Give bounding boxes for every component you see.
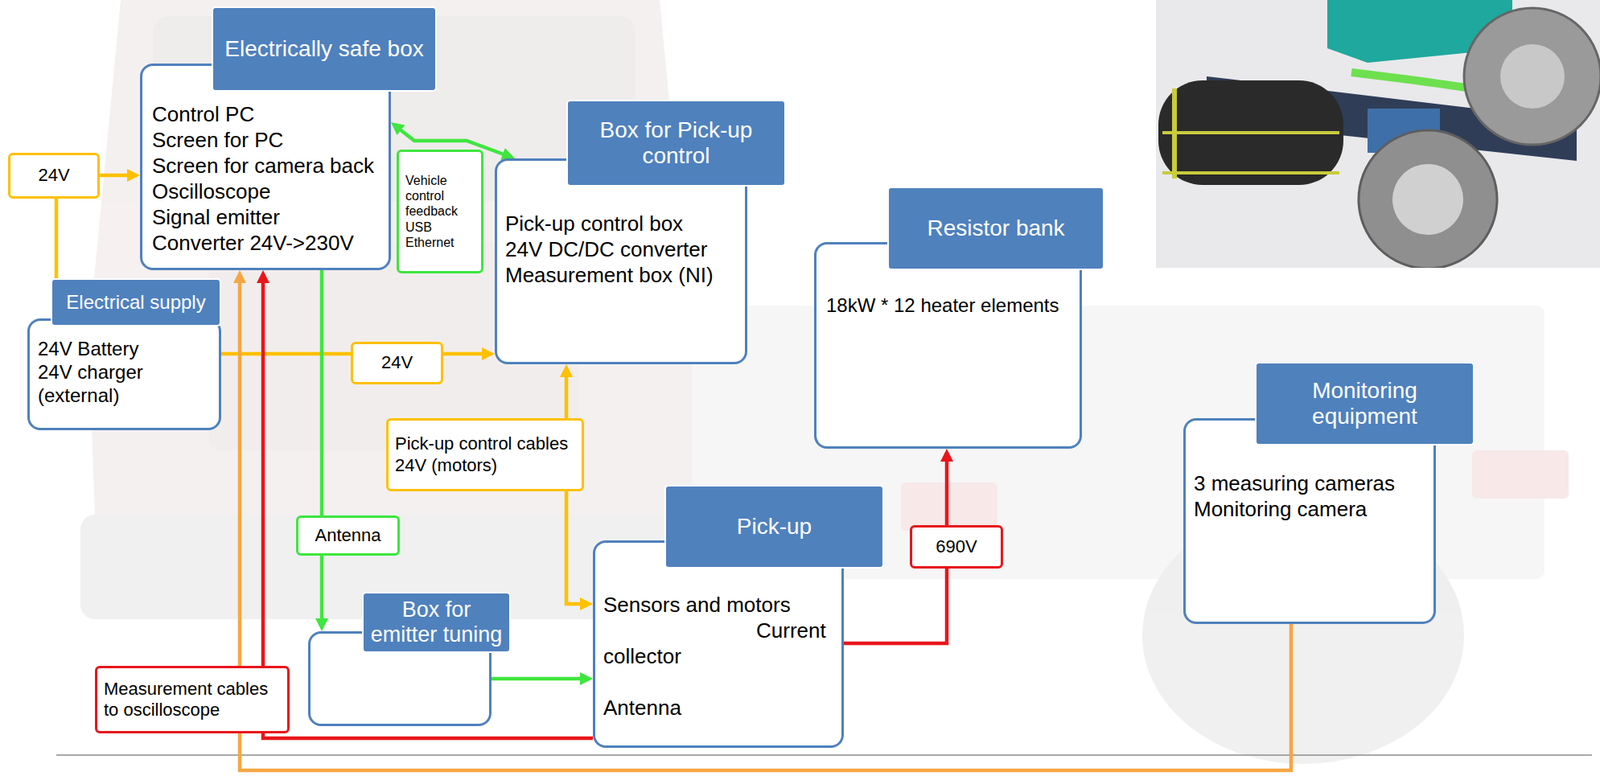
front-wheel xyxy=(1358,130,1498,268)
component-item: Pick-up control box xyxy=(505,210,683,237)
node-header: Monitoring equipment xyxy=(1254,361,1475,446)
wire-label-box: 690V xyxy=(909,525,1004,569)
component-item: Oscilloscope xyxy=(152,178,271,205)
front-hub xyxy=(1392,164,1464,235)
render-ground xyxy=(1155,0,1600,268)
wire-label: 24V xyxy=(381,352,413,374)
component-box: Box for emitter tuning xyxy=(308,631,492,727)
node-title: Electrical supply xyxy=(65,291,206,314)
rear-reflector xyxy=(900,482,998,531)
wire-label: Antenna xyxy=(315,525,382,547)
tank-strap xyxy=(1162,131,1340,135)
footer-rule xyxy=(56,754,1592,757)
component-box: Box for Pick-up controlPick-up control b… xyxy=(494,158,748,365)
node-title: Pick-up xyxy=(736,514,812,540)
node-header: Electrical supply xyxy=(50,278,222,327)
component-box: Resistor bank18kW * 12 heater elements xyxy=(814,242,1082,449)
wire-label: 24V xyxy=(37,164,70,186)
component-box: Pick-upSensors and motorsCurrent collect… xyxy=(592,540,844,749)
component-item: Monitoring camera xyxy=(1193,496,1367,523)
wire-label: Measurement cables to oscilloscope xyxy=(103,678,281,722)
component-item: Control PC xyxy=(152,101,255,128)
component-item: 3 measuring cameras xyxy=(1193,470,1395,497)
node-title: Electrically safe box xyxy=(224,36,424,62)
chassis-render xyxy=(1155,0,1600,268)
node-header: Pick-up xyxy=(664,485,885,569)
node-header: Box for emitter tuning xyxy=(361,592,511,654)
rear-reflector xyxy=(1472,450,1569,499)
node-header: Box for Pick-up control xyxy=(566,99,786,187)
connector xyxy=(239,276,1292,771)
component-item: Current collector xyxy=(603,617,835,670)
tank-strap xyxy=(1162,171,1340,175)
component-item: 24V charger (external) xyxy=(37,360,213,408)
component-item: 18kW * 12 heater elements xyxy=(826,292,1060,319)
connector xyxy=(491,677,587,682)
component-item: Antenna xyxy=(603,695,682,721)
component-item: Signal emitter xyxy=(152,204,280,231)
wire-label-box: Antenna xyxy=(296,515,400,556)
component-item: Converter 24V->230V xyxy=(152,230,354,256)
node-title: Box for emitter tuning xyxy=(370,597,503,648)
wire-label: Vehicle control feedback USB Ethernet xyxy=(405,172,475,251)
node-header: Resistor bank xyxy=(887,186,1105,271)
component-item: 24V Battery xyxy=(37,337,139,361)
wire-label-box: Pick-up control cables 24V (motors) xyxy=(386,418,585,492)
component-item: 24V DC/DC converter xyxy=(505,236,708,263)
node-title: Box for Pick-up control xyxy=(574,117,778,169)
component-item: Sensors and motors xyxy=(603,592,791,618)
component-box: Monitoring equipment3 measuring camerasM… xyxy=(1183,418,1436,625)
node-title: Resistor bank xyxy=(926,215,1065,242)
wire-label-box: Vehicle control feedback USB Ethernet xyxy=(396,149,484,274)
wire-label: Pick-up control cables 24V (motors) xyxy=(394,433,576,477)
component-box: Electrical supply24V Battery24V charger … xyxy=(27,318,222,431)
component-item: Screen for camera back xyxy=(152,152,375,179)
component-box: Electrically safe boxControl PCScreen fo… xyxy=(139,63,391,271)
fuel-tank xyxy=(1158,80,1344,186)
wire-label-box: 24V xyxy=(350,341,444,385)
rear-wheel xyxy=(1464,8,1600,145)
node-header: Electrically safe box xyxy=(211,6,437,92)
wire-label-box: 24V xyxy=(8,152,100,199)
wire-label: 690V xyxy=(935,536,977,558)
wire-label-box: Measurement cables to oscilloscope xyxy=(94,666,290,734)
component-item: Measurement box (NI) xyxy=(505,262,714,288)
component-item: Screen for PC xyxy=(152,127,284,153)
connector xyxy=(320,270,325,626)
rear-hub xyxy=(1500,44,1565,109)
node-title: Monitoring equipment xyxy=(1262,378,1467,430)
